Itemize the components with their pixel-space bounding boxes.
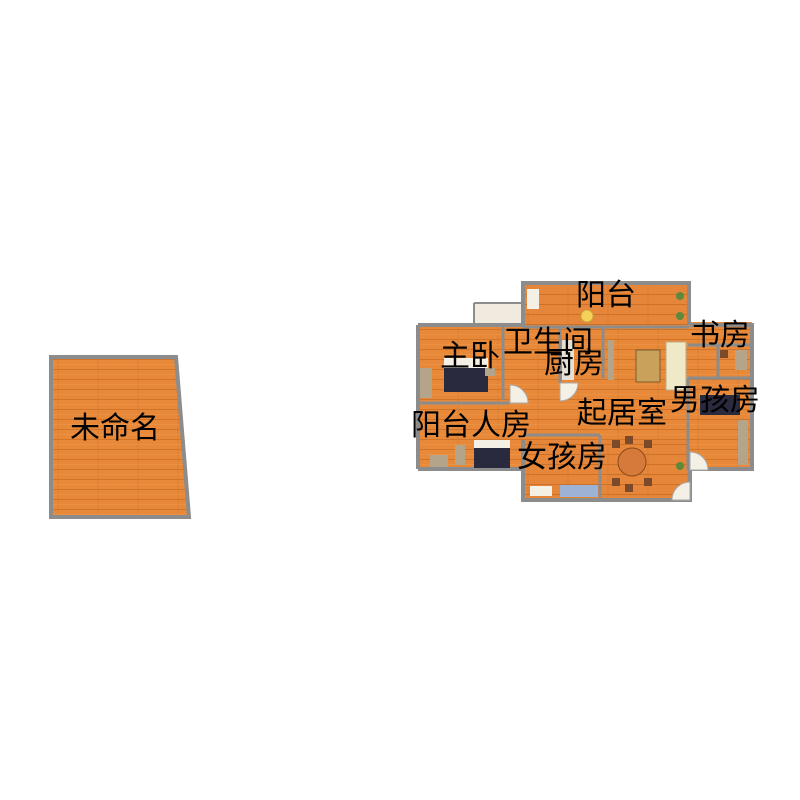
label-kitchen: 厨房 xyxy=(544,346,604,381)
master-bed xyxy=(444,358,488,392)
balcony-plant-1 xyxy=(676,292,684,300)
study-shelf xyxy=(735,350,747,370)
label-boy-room: 男孩房 xyxy=(670,383,760,418)
label-balcony-guest: 阳台人房 xyxy=(411,408,531,443)
label-girl-room: 女孩房 xyxy=(517,440,607,475)
living-sofa xyxy=(665,341,687,391)
boy-wardrobe xyxy=(738,420,748,465)
girl-bed xyxy=(560,485,598,497)
label-unnamed: 未命名 xyxy=(70,411,160,446)
balcony-cabinet xyxy=(527,289,539,309)
label-study: 书房 xyxy=(690,318,750,353)
girl-desk xyxy=(530,486,552,496)
unnamed-room-floor xyxy=(49,355,192,519)
label-balcony-top: 阳台 xyxy=(576,278,636,313)
interior-walls xyxy=(418,302,752,500)
label-bathroom: 卫生间 xyxy=(503,325,593,360)
label-master-bedroom: 主卧 xyxy=(440,339,500,374)
label-living-room: 起居室 xyxy=(577,396,667,431)
study-chair xyxy=(720,350,728,358)
apartment-plan xyxy=(416,281,754,502)
door-swings xyxy=(509,382,709,501)
kitchen-counter xyxy=(562,340,574,380)
toilet xyxy=(580,309,594,323)
living-plant xyxy=(676,462,684,470)
boy-bed xyxy=(700,395,740,415)
unnamed-room xyxy=(49,355,192,519)
balcony-plant-2 xyxy=(676,312,684,320)
master-nightstand xyxy=(485,368,495,376)
guest-bed xyxy=(474,440,510,468)
dining-chairs xyxy=(612,436,652,492)
dining-table xyxy=(617,447,647,477)
small-balcony-floor xyxy=(474,303,524,325)
room-labels: 未命名 阳台 卫生间 主卧 厨房 书房 男孩房 起居室 阳台人房 女孩房 xyxy=(70,278,760,475)
guest-cabinet xyxy=(430,455,448,467)
tv-cabinet xyxy=(608,340,614,380)
master-wardrobe xyxy=(420,368,432,398)
guest-desk xyxy=(455,445,465,465)
living-rug xyxy=(635,349,661,383)
